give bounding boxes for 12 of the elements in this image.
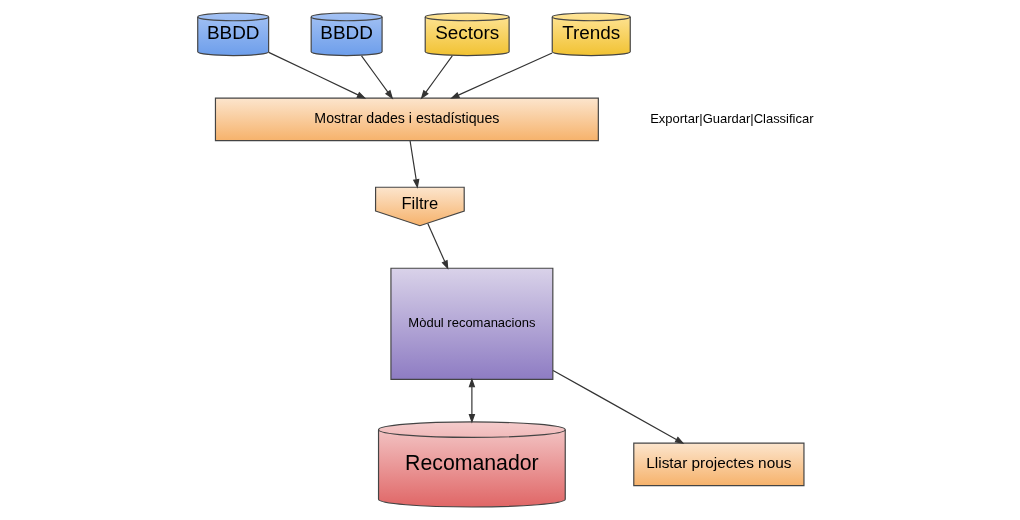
arrow [409, 140, 420, 189]
arrow [468, 377, 476, 424]
node-box: Llistar projectes nous [633, 442, 805, 487]
node-box: Mostrar dades i estadístiques [214, 97, 599, 142]
arrow [427, 222, 449, 270]
arrow [450, 52, 553, 99]
arrow [268, 51, 367, 99]
label: Exportar|Guardar|Classificar [650, 110, 814, 126]
arrow [360, 55, 394, 100]
node-box: Mòdul recomanacions [390, 267, 554, 380]
arrow [552, 369, 685, 444]
arrow [420, 55, 453, 100]
